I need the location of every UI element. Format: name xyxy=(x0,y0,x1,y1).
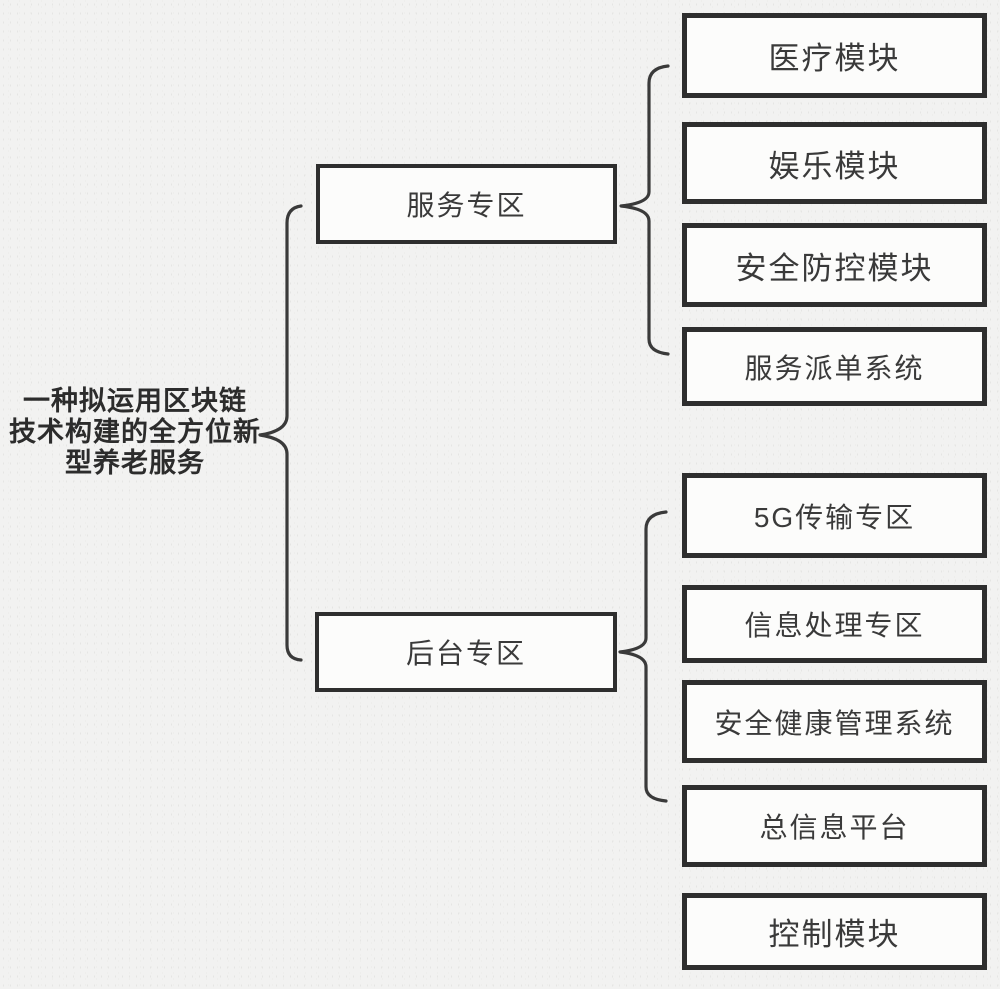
root-node-label: 一种拟运用区块链 技术构建的全方位新 型养老服务 xyxy=(0,386,270,479)
brace-backend-zone-to-children xyxy=(618,510,668,803)
brace-service-zone-to-children xyxy=(619,64,670,356)
node-label: 服务专区 xyxy=(406,190,527,221)
node-label: 服务派单系统 xyxy=(744,352,925,384)
node-info-processing-zone: 信息处理专区 xyxy=(682,585,987,663)
node-general-info-platform: 总信息平台 xyxy=(682,785,987,867)
node-label: 医疗模块 xyxy=(768,41,901,76)
node-medical-module: 医疗模块 xyxy=(682,13,987,98)
node-service-dispatch-system: 服务派单系统 xyxy=(682,327,987,406)
node-label: 安全健康管理系统 xyxy=(714,707,955,739)
root-label-line: 型养老服务 xyxy=(65,448,205,478)
node-label: 安全防控模块 xyxy=(735,250,934,286)
node-label: 5G传输专区 xyxy=(753,501,916,533)
node-label: 信息处理专区 xyxy=(744,610,925,641)
node-label: 总信息平台 xyxy=(759,812,910,843)
node-label: 后台专区 xyxy=(405,638,526,669)
node-safety-health-management-system: 安全健康管理系统 xyxy=(682,680,987,763)
node-5g-transmission-zone: 5G传输专区 xyxy=(682,473,987,558)
root-label-line: 技术构建的全方位新 xyxy=(9,417,261,447)
root-label-line: 一种拟运用区块链 xyxy=(23,386,247,416)
node-control-module: 控制模块 xyxy=(682,893,987,970)
node-label: 控制模块 xyxy=(768,917,901,952)
node-entertainment-module: 娱乐模块 xyxy=(682,122,987,204)
node-label: 娱乐模块 xyxy=(768,148,901,184)
node-service-zone: 服务专区 xyxy=(316,164,617,244)
node-backend-zone: 后台专区 xyxy=(315,612,617,692)
node-security-control-module: 安全防控模块 xyxy=(682,223,987,307)
